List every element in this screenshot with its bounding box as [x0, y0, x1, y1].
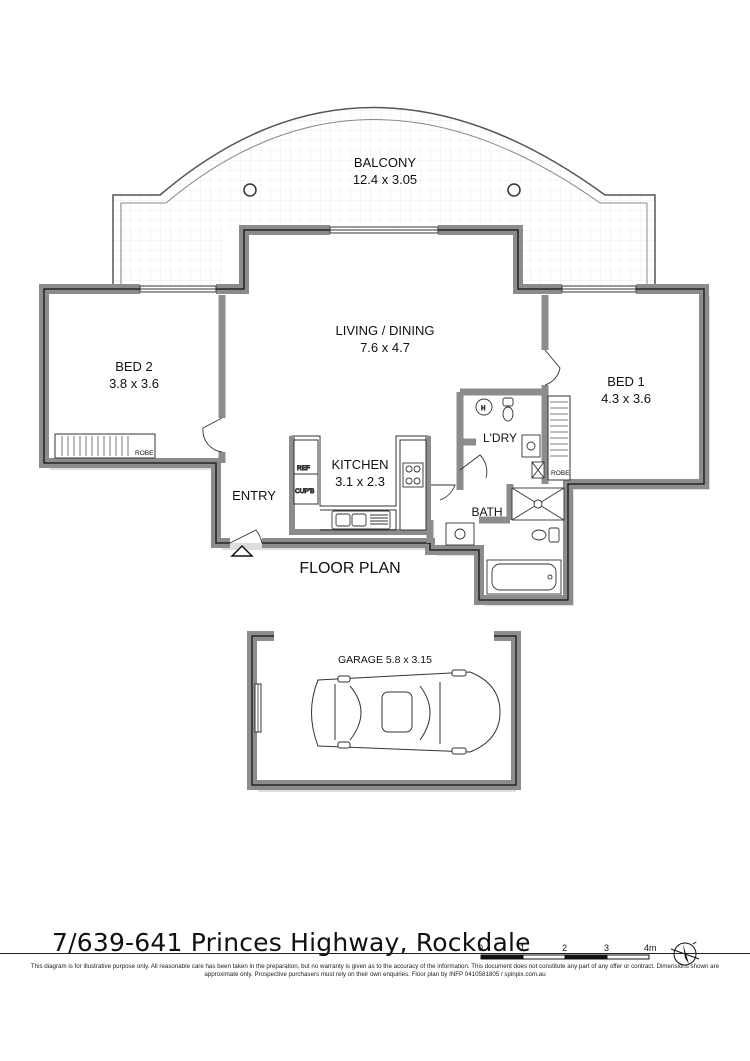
scale-tick-3: 3 — [604, 943, 609, 953]
toilet-icon — [502, 397, 514, 407]
living-name: LIVING / DINING — [336, 323, 435, 338]
garage — [247, 631, 521, 790]
floor-plan-diagram: ROBE ROBE REF CUP'B H — [39, 106, 710, 792]
robe-left-label: ROBE — [135, 450, 154, 457]
svg-text:H: H — [481, 406, 485, 412]
scale-tick-0: 0 — [478, 943, 483, 953]
bath-fixtures — [445, 487, 565, 595]
floor-plan-title: FLOOR PLAN — [299, 560, 400, 577]
balcony-name: BALCONY — [354, 155, 416, 170]
scale-tick-2: 2 — [562, 943, 567, 953]
kitchen-name: KITCHEN — [331, 457, 388, 472]
column-icon — [507, 183, 521, 197]
scale-tick-4: 4m — [644, 943, 657, 953]
entry-arrow-icon — [230, 544, 254, 557]
robe-right-label: ROBE — [551, 470, 570, 477]
bed2-dims: 3.8 x 3.6 — [109, 376, 159, 391]
bed1-dims: 4.3 x 3.6 — [601, 391, 651, 406]
disclaimer-text: This diagram is for illustrative purpose… — [30, 963, 720, 978]
windows — [139, 226, 637, 293]
living-dims: 7.6 x 4.7 — [360, 340, 410, 355]
exterior-walls — [39, 225, 709, 605]
laundry-name: L'DRY — [483, 431, 517, 445]
cooktop-icon — [402, 462, 424, 488]
property-address: 7/639-641 Princes Highway, Rockdale — [52, 928, 531, 957]
balcony-dims: 12.4 x 3.05 — [353, 172, 417, 187]
car-icon — [311, 669, 501, 755]
toilet-bath-icon — [548, 527, 560, 543]
sink-icon — [331, 510, 391, 530]
robe-left: ROBE — [54, 433, 156, 459]
robe-right: ROBE — [547, 395, 571, 481]
washer-icon — [475, 398, 493, 416]
cupboard-label: CUP'B — [295, 488, 314, 495]
bed2-name: BED 2 — [115, 359, 153, 374]
column-icon — [243, 183, 257, 197]
garage-label: GARAGE 5.8 x 3.15 — [338, 654, 432, 666]
bed1-name: BED 1 — [607, 374, 645, 389]
doors — [202, 349, 561, 544]
kitchen-dims: 3.1 x 2.3 — [335, 474, 385, 489]
footer-divider — [0, 953, 750, 954]
scale-tick-1: 1 — [520, 943, 525, 953]
bath-name: BATH — [471, 505, 502, 519]
ref-label: REF — [297, 465, 310, 472]
interior-walls — [218, 295, 549, 543]
laundry-fixtures: H — [475, 397, 545, 479]
room-labels: BALCONY 12.4 x 3.05 LIVING / DINING 7.6 … — [109, 155, 651, 666]
entry-name: ENTRY — [232, 488, 276, 503]
